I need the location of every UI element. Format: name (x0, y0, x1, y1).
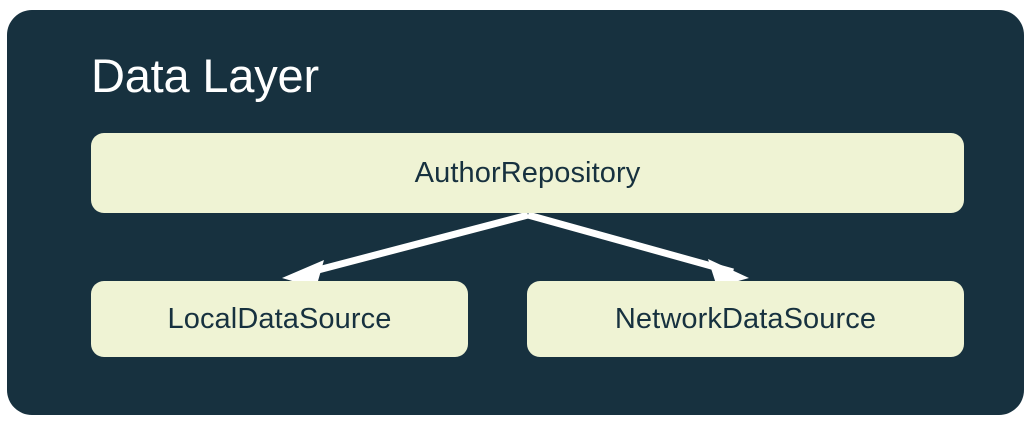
edge-repository-to-network (527, 211, 749, 287)
page-title: Data Layer (91, 49, 319, 102)
edge-repository-to-local (282, 211, 529, 288)
node-network-data-source[interactable]: NetworkDataSource (527, 281, 964, 357)
node-author-repository[interactable]: AuthorRepository (91, 133, 964, 213)
node-label: AuthorRepository (414, 156, 641, 189)
node-local-data-source[interactable]: LocalDataSource (91, 281, 468, 357)
data-layer-container: Data Layer AuthorRepository LocalDataSou… (7, 10, 1024, 415)
node-label: NetworkDataSource (614, 302, 877, 335)
node-label: LocalDataSource (167, 302, 392, 335)
